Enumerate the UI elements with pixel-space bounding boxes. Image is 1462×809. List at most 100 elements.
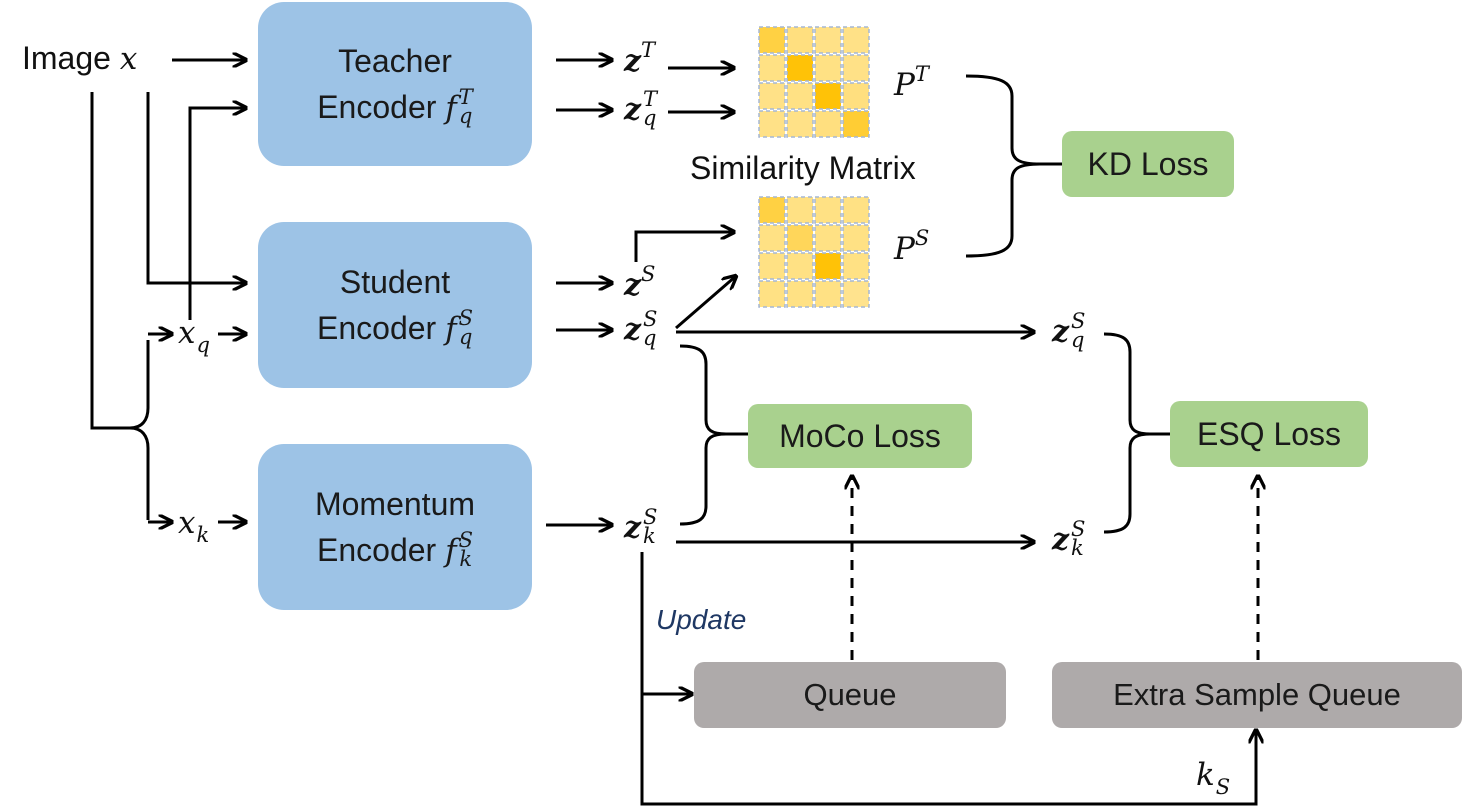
similarity-matrix-teacher bbox=[758, 26, 870, 138]
teacher-fn-symbol: f bbox=[445, 89, 457, 126]
momentum-fn-sup: S bbox=[458, 528, 473, 553]
matrix-t-cell bbox=[758, 110, 786, 138]
xk-base: x bbox=[178, 505, 196, 541]
matrix-t-cell bbox=[814, 54, 842, 82]
xk-label: xk bbox=[178, 505, 209, 546]
arrow-xq-to-teacher bbox=[188, 108, 246, 320]
brace-kd bbox=[965, 74, 1041, 258]
matrix-t-cell bbox=[842, 54, 870, 82]
zT-base: z bbox=[624, 44, 642, 79]
matrix-s-cell bbox=[814, 196, 842, 224]
ks-base: k bbox=[1196, 757, 1215, 793]
update-label: Update bbox=[656, 604, 747, 635]
matrix-t-cell bbox=[786, 26, 814, 54]
image-var: x bbox=[119, 41, 138, 77]
zkS-sub: k bbox=[643, 524, 656, 548]
student-encoder-title: Student bbox=[339, 263, 451, 300]
line-update-trunk bbox=[640, 552, 1256, 806]
zqS-sub: q bbox=[643, 326, 657, 350]
zkS-sup: S bbox=[643, 505, 658, 529]
matrix-t-cell bbox=[758, 82, 786, 110]
zkS-right-base: z bbox=[1052, 522, 1070, 558]
matrix-t-cell bbox=[758, 54, 786, 82]
matrix-s-cell bbox=[814, 280, 842, 308]
queue-box: Queue bbox=[694, 662, 1006, 728]
pS-base: P bbox=[894, 231, 915, 267]
moco-loss-box: MoCo Loss bbox=[748, 404, 972, 468]
xq-base: x bbox=[178, 315, 196, 351]
matrix-s-cell bbox=[786, 196, 814, 224]
momentum-encoder-word: Encoder bbox=[317, 531, 437, 568]
matrix-t-cell bbox=[758, 26, 786, 54]
extra-sample-queue-box: Extra Sample Queue bbox=[1052, 662, 1462, 728]
xq-sub: q bbox=[196, 333, 210, 357]
pT-base: P bbox=[894, 67, 915, 103]
teacher-encoder-word: Encoder bbox=[317, 88, 437, 125]
matrix-s-cell bbox=[758, 224, 786, 252]
arrow-zS-to-matrix bbox=[634, 232, 734, 262]
line-image-split bbox=[90, 92, 130, 430]
zqS-right-sup: S bbox=[1071, 309, 1086, 333]
momentum-encoder-title: Momentum bbox=[314, 485, 476, 522]
matrix-t-cell bbox=[814, 110, 842, 138]
brace-moco bbox=[679, 344, 727, 526]
zS-sup: S bbox=[641, 262, 656, 286]
arrow-zqS-to-matrix bbox=[675, 276, 736, 330]
zkS-right-sub: k bbox=[1071, 536, 1084, 560]
pT-label: PT bbox=[894, 64, 929, 103]
matrix-t-cell bbox=[842, 110, 870, 138]
pS-sup: S bbox=[914, 226, 930, 250]
student-fn-sup: S bbox=[458, 306, 473, 331]
arrow-x-to-student bbox=[146, 92, 246, 283]
zS-base: z bbox=[624, 268, 642, 303]
zqS-sup: S bbox=[643, 307, 658, 331]
momentum-fn-sub: k bbox=[459, 547, 473, 572]
zkS-base: z bbox=[624, 510, 642, 546]
matrix-t-cell bbox=[814, 26, 842, 54]
matrix-t-cell bbox=[786, 54, 814, 82]
zqS-base: z bbox=[624, 312, 642, 348]
esq-loss-box: ESQ Loss bbox=[1170, 401, 1368, 467]
zT-sup: T bbox=[641, 38, 656, 62]
matrix-t-cell bbox=[786, 82, 814, 110]
matrix-s-cell bbox=[842, 196, 870, 224]
zT-label: zT bbox=[624, 40, 655, 79]
matrix-s-cell bbox=[842, 280, 870, 308]
zS-label: zS bbox=[624, 264, 655, 303]
image-label: Image x bbox=[22, 42, 137, 75]
brace-split bbox=[129, 340, 150, 520]
momentum-fn-symbol: f bbox=[445, 532, 457, 569]
matrix-t-cell bbox=[842, 82, 870, 110]
ks-sub: S bbox=[1215, 775, 1231, 799]
teacher-fn-sub: q bbox=[459, 104, 473, 129]
matrix-s-cell bbox=[786, 224, 814, 252]
matrix-s-cell bbox=[758, 196, 786, 224]
brace-esq bbox=[1103, 332, 1151, 534]
student-encoder-word: Encoder bbox=[317, 309, 437, 346]
student-fn-symbol: f bbox=[445, 310, 457, 347]
zqT-sub: q bbox=[643, 106, 657, 130]
kd-loss-box: KD Loss bbox=[1062, 131, 1234, 197]
matrix-s-cell bbox=[814, 224, 842, 252]
zkS-right-sup: S bbox=[1071, 517, 1086, 541]
pS-label: PS bbox=[894, 228, 929, 267]
similarity-matrix-student bbox=[758, 196, 870, 308]
pT-sup: T bbox=[914, 62, 929, 86]
matrix-s-cell bbox=[786, 280, 814, 308]
matrix-s-cell bbox=[786, 252, 814, 280]
zqT-base: z bbox=[624, 92, 642, 128]
matrix-s-cell bbox=[814, 252, 842, 280]
teacher-fn-sup: T bbox=[458, 85, 473, 110]
matrix-t-cell bbox=[786, 110, 814, 138]
matrix-s-cell bbox=[758, 280, 786, 308]
